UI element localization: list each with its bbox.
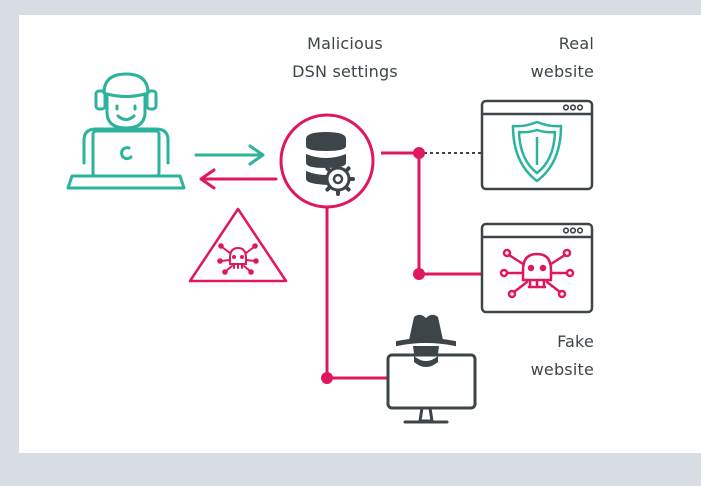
gear-icon [321, 162, 355, 196]
connection-lines [194, 144, 482, 384]
dns-settings-label: Malicious DSN settings [270, 30, 420, 86]
real-label-line2: website [530, 62, 594, 81]
fake-website-label: Fake website [494, 328, 594, 384]
shield-icon [511, 120, 563, 183]
hacker-icon [386, 314, 477, 424]
real-website-label: Real website [494, 30, 594, 86]
arrow-to-user-head [199, 168, 216, 190]
arrow-to-dns-head [248, 144, 265, 166]
browser-window-icon [480, 222, 594, 314]
fake-label-line1: Fake [557, 332, 594, 351]
junction-dot-fake [413, 268, 425, 280]
skull-icon [499, 248, 575, 299]
warning-triangle-icon [188, 207, 288, 283]
database-gear-icon [279, 113, 375, 209]
user-laptop-icon [66, 72, 186, 190]
junction-dot-hacker [321, 372, 333, 384]
fake-label-line2: website [530, 360, 594, 379]
real-label-line1: Real [558, 34, 594, 53]
junction-dot-top [413, 147, 425, 159]
skull-icon [217, 243, 259, 275]
dns-label-line1: Malicious [307, 34, 383, 53]
dns-label-line2: DSN settings [292, 62, 398, 81]
